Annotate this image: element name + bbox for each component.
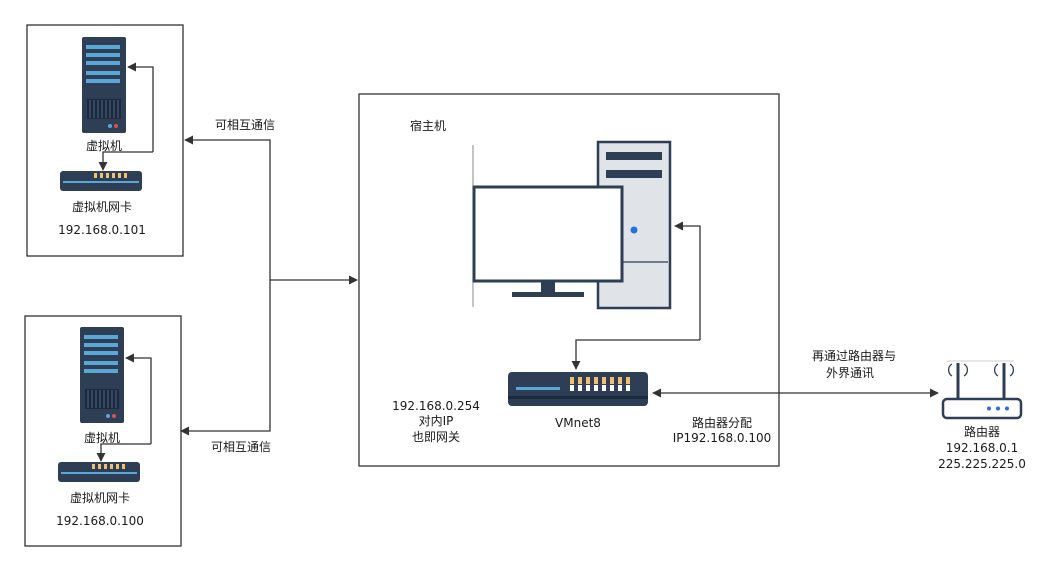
- external-link-group: 再通过路由器与 外界通讯: [652, 348, 939, 398]
- vm-bottom-nic-label: 虚拟机网卡: [70, 491, 130, 505]
- vmnet8-label: VMnet8: [555, 416, 601, 430]
- vmnet-pc-link2: [571, 339, 700, 370]
- vm-bottom-internal-link: [125, 353, 152, 444]
- vm-bottom-internal-link2: [96, 443, 151, 462]
- vm-top-box: [26, 24, 184, 257]
- router-ip: 192.168.0.1: [946, 441, 1019, 455]
- connector-top: [184, 135, 271, 280]
- host-title: 宿主机: [410, 118, 446, 133]
- vmnet8-switch-icon: [508, 372, 648, 406]
- vm-top-internal-link2: [98, 151, 153, 171]
- server-icon: [80, 327, 124, 423]
- vm-bottom-label: 虚拟机: [84, 431, 120, 445]
- vm-top-group: 虚拟机 虚拟机网卡 192.168.0.101: [26, 24, 184, 257]
- desktop-pc-icon: [472, 140, 672, 310]
- external-label-line1: 再通过路由器与: [812, 348, 896, 363]
- router-mask: 225.225.225.0: [938, 457, 1026, 471]
- vm-top-ip: 192.168.0.101: [58, 223, 146, 237]
- wifi-router-icon: [941, 360, 1023, 420]
- bottom-comm-label: 可相互通信: [211, 440, 271, 454]
- connector-bottom: [180, 280, 271, 436]
- gateway-ip: 192.168.0.254: [392, 399, 480, 413]
- network-card-icon: [60, 171, 142, 191]
- top-comm-label: 可相互通信: [215, 118, 275, 132]
- host-box: [358, 93, 780, 467]
- router-label: 路由器: [964, 424, 1000, 439]
- server-icon: [82, 37, 126, 133]
- vm-host-connectors: 可相互通信 可相互通信: [180, 118, 358, 454]
- host-group: 宿主机: [358, 93, 780, 467]
- vmnet-pc-link: [674, 221, 701, 340]
- vm-top-label: 虚拟机: [86, 139, 122, 153]
- vm-bottom-group: 虚拟机 虚拟机网卡 192.168.0.100: [24, 315, 182, 547]
- router-assign-title: 路由器分配: [692, 415, 752, 430]
- external-label-line2: 外界通讯: [826, 366, 874, 380]
- gateway-inner-ip: 对内IP: [419, 414, 454, 428]
- vm-bottom-ip: 192.168.0.100: [56, 514, 144, 528]
- router-group: 路由器 192.168.0.1 225.225.225.0: [938, 360, 1026, 471]
- vm-top-nic-label: 虚拟机网卡: [72, 200, 132, 214]
- vm-top-internal-link: [127, 62, 154, 152]
- router-assign-ip: IP192.168.0.100: [673, 431, 772, 445]
- network-card-icon: [58, 462, 140, 482]
- gateway-desc: 也即网关: [412, 430, 460, 444]
